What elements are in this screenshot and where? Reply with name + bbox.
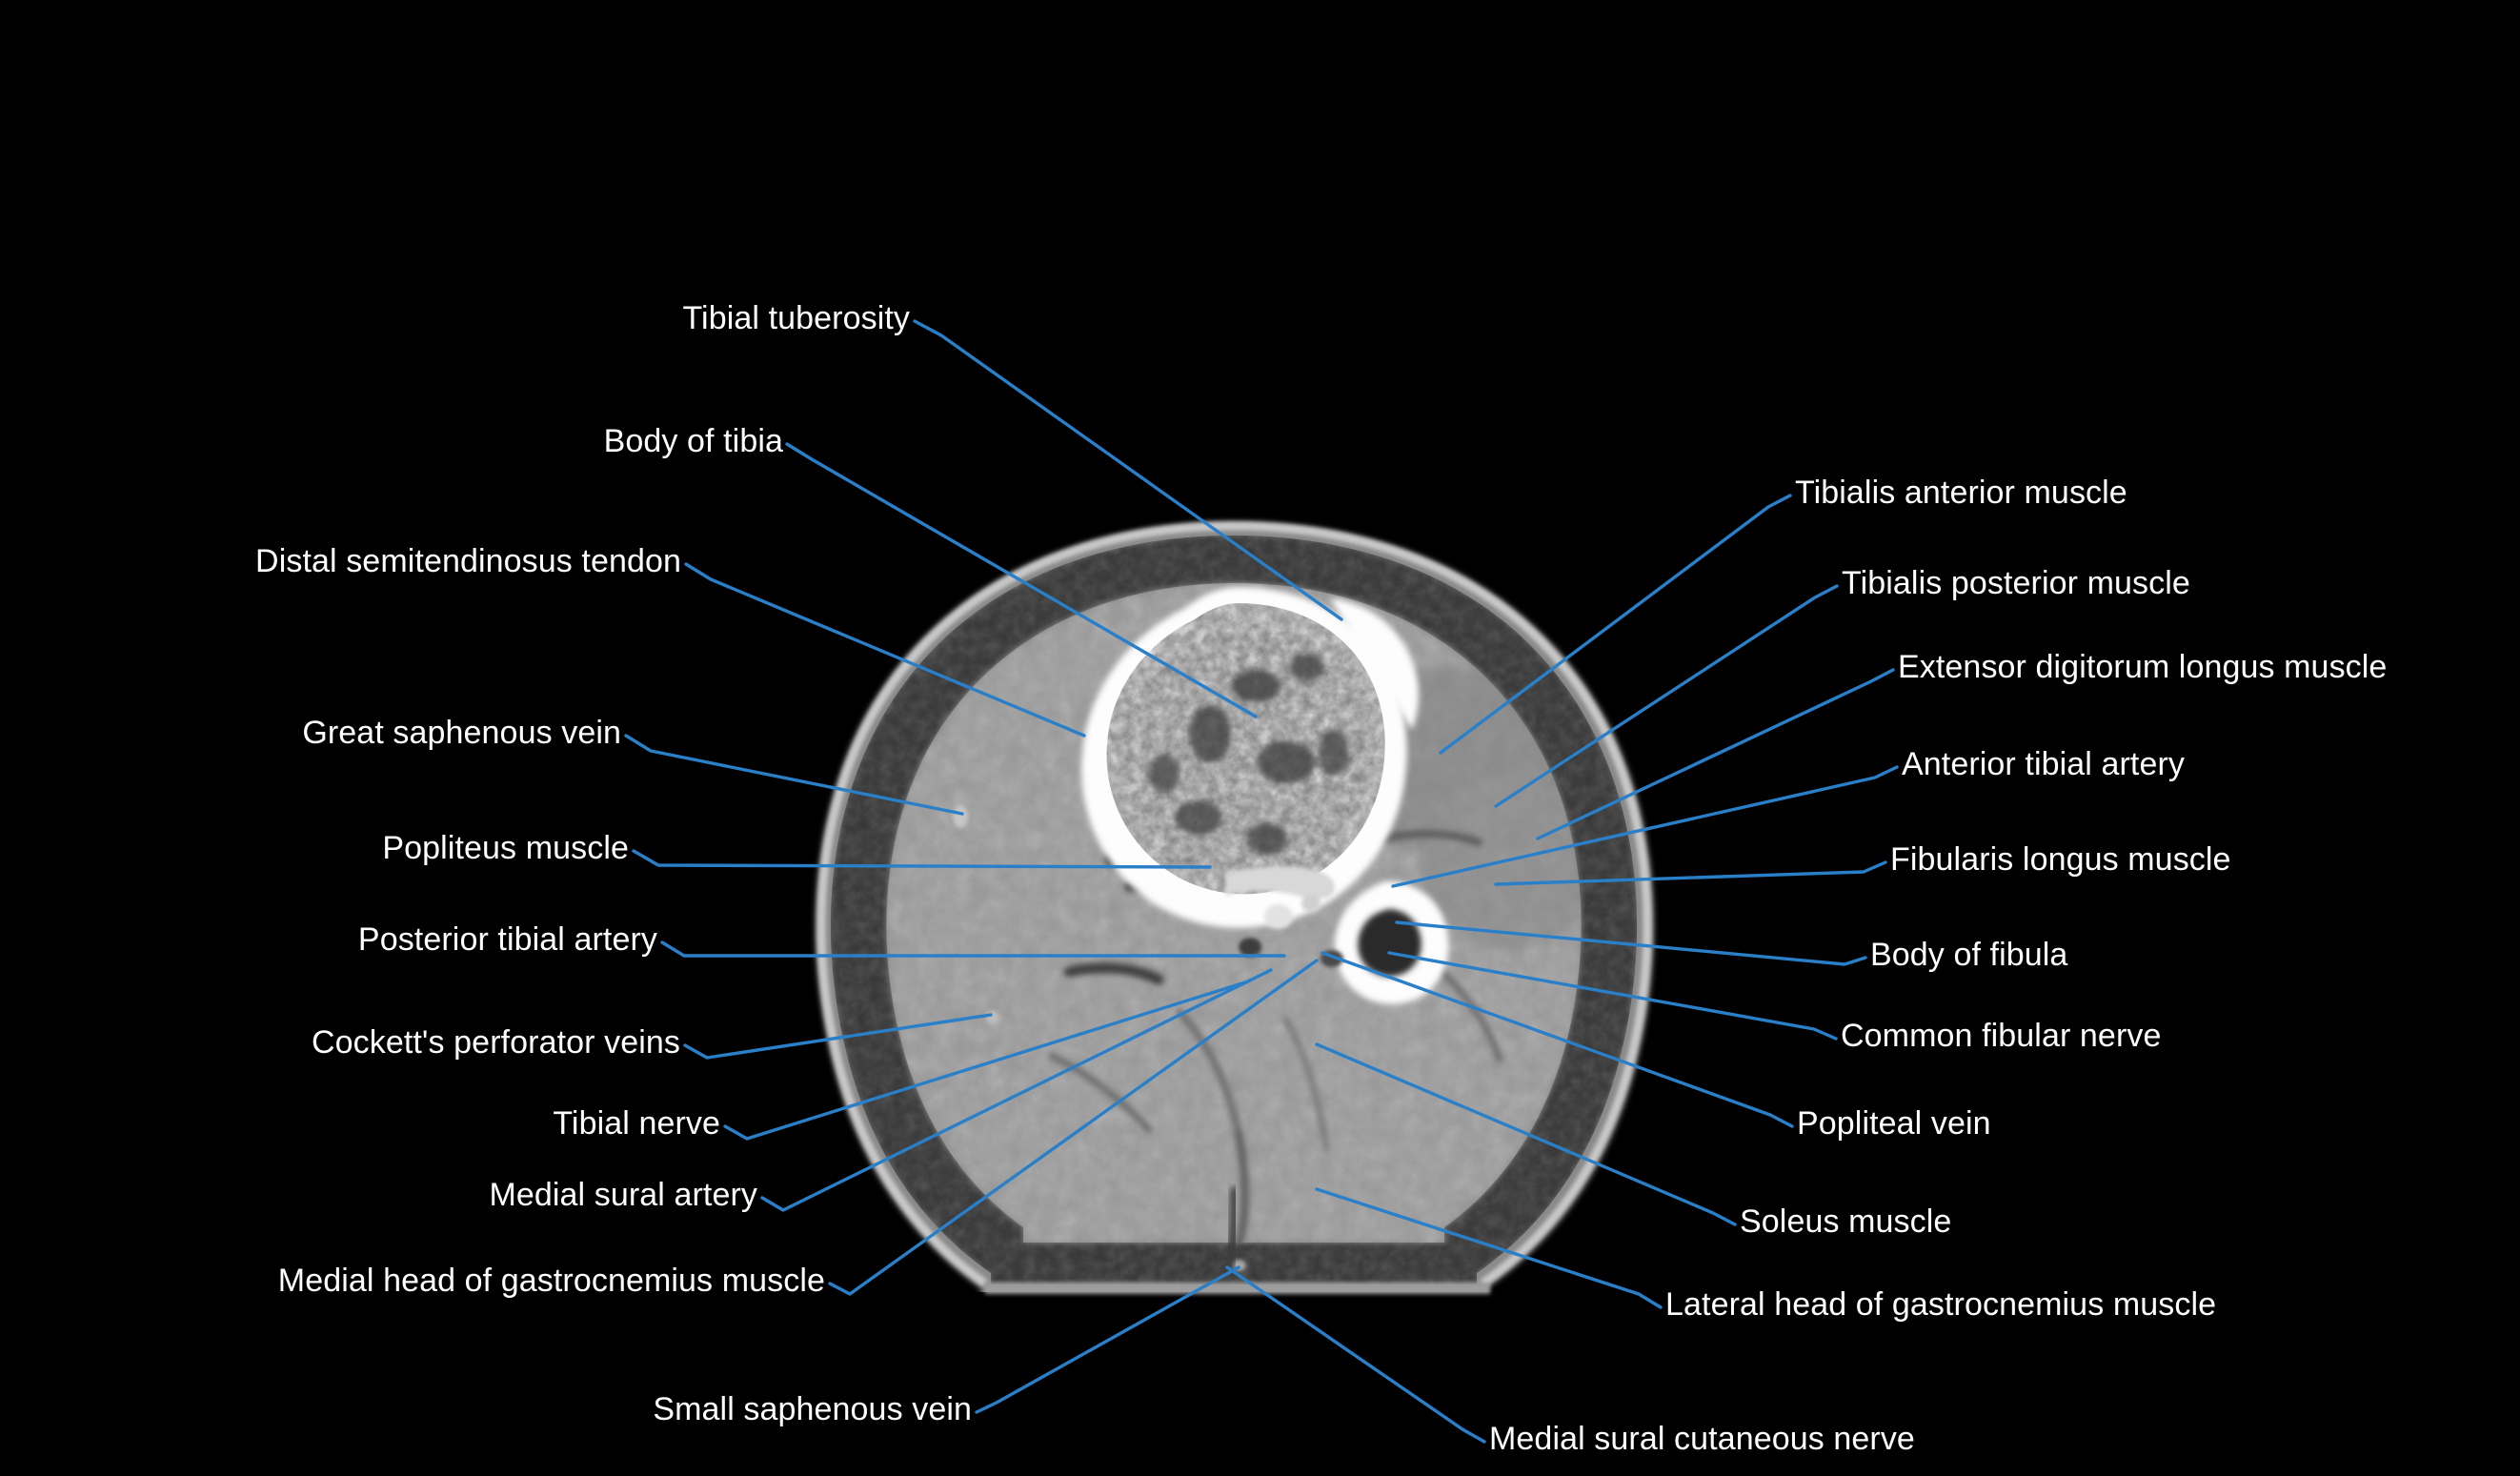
great-saphenous-vein-structure <box>953 805 968 828</box>
leader-line-body-of-tibia <box>785 442 1258 718</box>
leader-line-common-fibular-nerve <box>1387 951 1838 1041</box>
ct-anatomy <box>816 521 1654 1330</box>
leader-line-popliteus-muscle <box>632 849 1212 869</box>
leader-line-small-saphenous-vein <box>975 1265 1240 1414</box>
posterior-skin-line <box>985 1283 1490 1294</box>
label-tibialis-posterior-muscle: Tibialis posterior muscle <box>1842 565 2190 601</box>
popliteal-vein-structure <box>1225 866 1336 900</box>
label-extensor-digitorum-longus-muscle: Extensor digitorum longus muscle <box>1898 649 2388 685</box>
leader-line-tibial-nerve <box>723 980 1250 1141</box>
leader-line-soleus-muscle <box>1315 1042 1737 1226</box>
label-lateral-head-of-gastrocnemius-muscle: Lateral head of gastrocnemius muscle <box>1665 1286 2217 1323</box>
leader-line-anterior-tibial-artery <box>1391 765 1899 888</box>
label-tibial-tuberosity: Tibial tuberosity <box>682 300 910 336</box>
label-medial-sural-cutaneous-nerve: Medial sural cutaneous nerve <box>1489 1421 1915 1457</box>
gastrocnemius-raphe <box>1224 1186 1240 1272</box>
leader-line-popliteal-vein <box>1320 951 1794 1128</box>
label-common-fibular-nerve: Common fibular nerve <box>1841 1018 2162 1054</box>
leader-line-fibularis-longus-muscle <box>1494 860 1887 886</box>
leader-line-extensor-digitorum-longus-muscle <box>1536 668 1895 840</box>
label-small-saphenous-vein: Small saphenous vein <box>653 1391 972 1427</box>
tibial-tuberosity-crest <box>1330 598 1420 730</box>
leader-line-medial-sural-cutaneous-nerve <box>1225 1265 1486 1444</box>
label-body-of-fibula: Body of fibula <box>1870 937 2068 973</box>
leader-line-medial-sural-artery <box>760 968 1273 1212</box>
fibula-marrow <box>1358 909 1421 977</box>
leader-line-distal-semitendinosus-tendon <box>684 562 1086 738</box>
label-medial-sural-artery: Medial sural artery <box>489 1177 757 1213</box>
leader-line-great-saphenous-vein <box>624 734 964 816</box>
leader-line-cocketts-perforator-veins <box>683 1013 993 1060</box>
label-anterior-tibial-artery: Anterior tibial artery <box>1902 746 2185 782</box>
label-posterior-tibial-artery: Posterior tibial artery <box>357 921 657 958</box>
anterior-tibial-artery-structure <box>1301 895 1320 912</box>
label-soleus-muscle: Soleus muscle <box>1740 1203 1952 1240</box>
label-body-of-tibia: Body of tibia <box>603 423 783 459</box>
label-popliteal-vein: Popliteal vein <box>1797 1105 1991 1142</box>
tibial-nerve-structure <box>1239 938 1261 957</box>
label-tibialis-anterior-muscle: Tibialis anterior muscle <box>1795 475 2127 511</box>
tibia-trabeculae <box>1149 654 1349 854</box>
posterior-tibial-artery-structure <box>1264 904 1293 929</box>
leader-line-tibial-tuberosity <box>913 319 1343 621</box>
neurovascular-bundle <box>1225 866 1343 967</box>
label-medial-head-of-gastrocnemius-muscle: Medial head of gastrocnemius muscle <box>277 1263 825 1299</box>
leader-line-lateral-head-of-gastrocnemius-muscle <box>1315 1187 1663 1309</box>
leader-line-medial-head-of-gastrocnemius-muscle <box>828 959 1319 1296</box>
leader-line-body-of-fibula <box>1395 920 1867 966</box>
label-great-saphenous-vein: Great saphenous vein <box>302 715 621 751</box>
table-cutoff <box>953 1292 1524 1330</box>
lateral-compartment-shading <box>1420 777 1582 948</box>
label-distal-semitendinosus-tendon: Distal semitendinosus tendon <box>255 543 681 579</box>
leader-line-posterior-tibial-artery <box>660 940 1286 958</box>
skin-rim <box>816 521 1652 1287</box>
label-fibularis-longus-muscle: Fibularis longus muscle <box>1890 841 2231 878</box>
leader-line-tibialis-posterior-muscle <box>1494 584 1839 808</box>
label-cocketts-perforator-veins: Cockett's perforator veins <box>311 1024 680 1061</box>
leader-line-tibialis-anterior-muscle <box>1439 494 1792 755</box>
label-tibial-nerve: Tibial nerve <box>553 1105 720 1142</box>
label-popliteus-muscle: Popliteus muscle <box>382 830 629 866</box>
